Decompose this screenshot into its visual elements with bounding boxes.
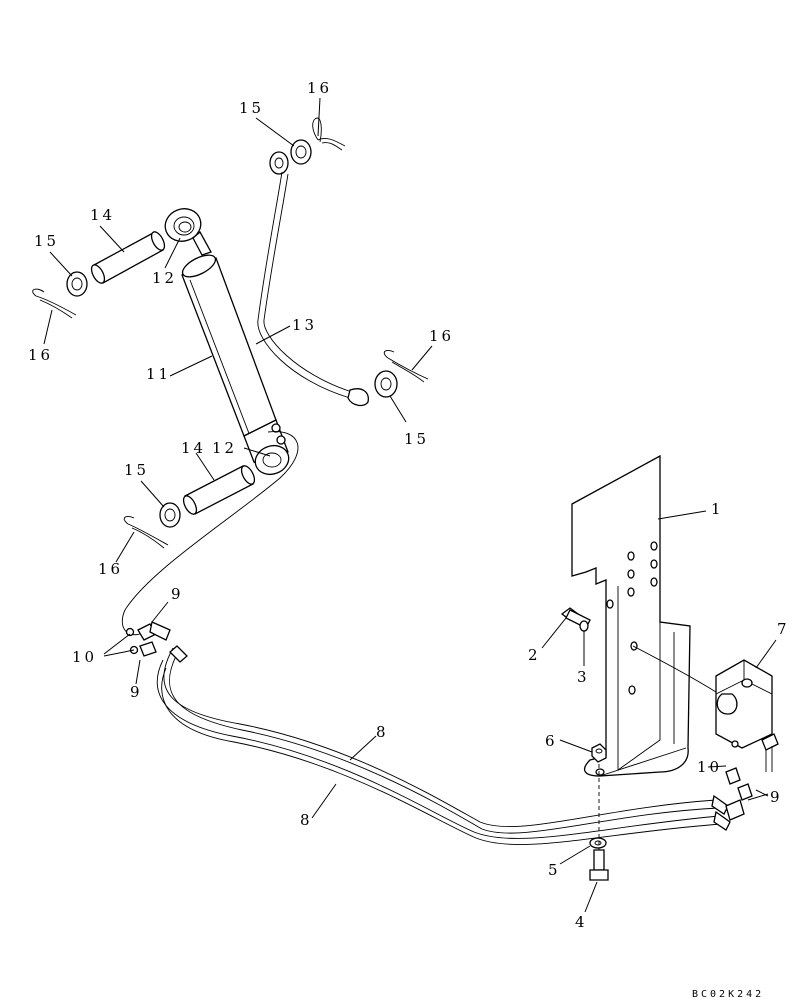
callout-10a: 10 <box>72 648 97 666</box>
washer-upper-left <box>66 271 88 297</box>
callout-16c: 16 <box>429 327 454 345</box>
callout-15a: 15 <box>239 99 264 117</box>
washer-5 <box>589 837 607 849</box>
callout-16d: 16 <box>98 560 123 578</box>
hairpin-clip-left <box>32 288 77 319</box>
callout-8a: 8 <box>376 723 389 741</box>
pin-lower <box>182 465 256 515</box>
control-valve <box>632 645 779 772</box>
hydraulic-hoses <box>156 645 731 845</box>
callout-5: 5 <box>548 861 561 879</box>
leader-lines <box>43 97 777 913</box>
callout-9c: 9 <box>770 788 783 806</box>
hairpin-clip-lower <box>123 515 169 549</box>
callout-16b: 16 <box>28 346 53 364</box>
callout-labels: 1 2 3 4 5 6 7 8 8 9 9 9 10 10 11 12 12 1… <box>28 79 790 931</box>
callout-15b: 15 <box>34 232 59 250</box>
callout-15c: 15 <box>404 430 429 448</box>
callout-1: 1 <box>711 500 724 518</box>
bolt-4 <box>589 849 609 881</box>
callout-14a: 14 <box>90 206 115 224</box>
callout-12b: 12 <box>212 439 237 457</box>
hose-return-loop <box>121 431 299 636</box>
mounting-bracket <box>571 454 691 777</box>
washer-middle-right <box>374 370 398 398</box>
callout-8b: 8 <box>300 811 313 829</box>
callout-7: 7 <box>777 620 790 638</box>
pin-upper <box>90 231 166 284</box>
callout-16a: 16 <box>307 79 332 97</box>
washer-upper-right <box>290 139 312 165</box>
callout-14b: 14 <box>181 439 206 457</box>
linkage-rod <box>257 151 369 407</box>
drawing-code: BC02K242 <box>692 989 764 1000</box>
nut-6 <box>591 743 607 763</box>
hydraulic-cylinder <box>164 208 290 476</box>
bolt-2 <box>560 607 591 629</box>
washer-lower-left <box>159 502 181 528</box>
callout-4: 4 <box>575 913 588 931</box>
hairpin-clip-top <box>312 117 346 151</box>
callout-6: 6 <box>545 732 558 750</box>
callout-11: 11 <box>146 365 171 383</box>
callout-13: 13 <box>292 316 317 334</box>
left-fittings <box>125 621 171 657</box>
callout-9a: 9 <box>171 585 184 603</box>
callout-9b: 9 <box>130 683 143 701</box>
callout-10b: 10 <box>697 758 722 776</box>
lock-washer-3 <box>579 620 589 632</box>
callout-3: 3 <box>577 668 590 686</box>
callout-15d: 15 <box>124 461 149 479</box>
callout-2: 2 <box>528 646 541 664</box>
right-fittings <box>725 767 753 821</box>
hairpin-clip-right <box>383 349 429 383</box>
callout-12a: 12 <box>152 269 177 287</box>
